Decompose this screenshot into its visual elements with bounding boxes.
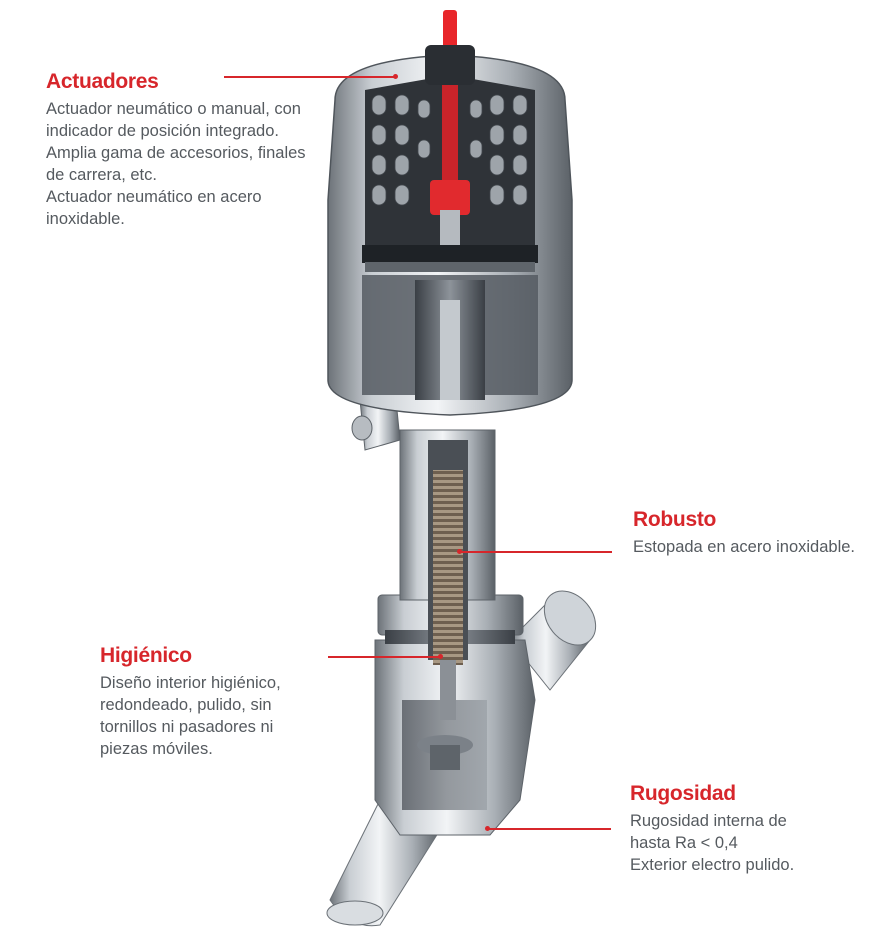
rugosidad-leader-dot bbox=[485, 826, 490, 831]
callout-robusto: Robusto Estopada en acero inoxidable. bbox=[633, 508, 863, 558]
rugosidad-title: Rugosidad bbox=[630, 782, 736, 805]
valve-cutaway-illustration bbox=[326, 10, 597, 927]
robusto-leader-line bbox=[460, 551, 612, 553]
callout-higienico: Higiénico Diseño interior higiénico, red… bbox=[100, 644, 300, 760]
position-indicator bbox=[425, 10, 475, 245]
actuadores-text: Actuador neumático o manual, con indicad… bbox=[46, 100, 306, 228]
higienico-title: Higiénico bbox=[100, 644, 192, 667]
actuadores-leader-line bbox=[224, 76, 396, 78]
higienico-text: Diseño interior higiénico, redondeado, p… bbox=[100, 674, 281, 758]
rugosidad-text: Rugosidad interna de hasta Ra < 0,4 Exte… bbox=[630, 812, 795, 874]
inlet-pipe bbox=[509, 590, 597, 691]
higienico-leader-dot bbox=[438, 654, 443, 659]
actuadores-title: Actuadores bbox=[46, 70, 159, 93]
robusto-text: Estopada en acero inoxidable. bbox=[633, 538, 855, 556]
callout-actuadores: Actuadores Actuador neumático o manual, … bbox=[46, 70, 316, 230]
robusto-title: Robusto bbox=[633, 508, 717, 531]
rugosidad-leader-line bbox=[488, 828, 611, 830]
actuadores-leader-dot bbox=[393, 74, 398, 79]
callout-rugosidad: Rugosidad Rugosidad interna de hasta Ra … bbox=[630, 782, 860, 876]
robusto-leader-dot bbox=[457, 549, 462, 554]
higienico-leader-line bbox=[328, 656, 440, 658]
stem-housing bbox=[399, 429, 496, 720]
